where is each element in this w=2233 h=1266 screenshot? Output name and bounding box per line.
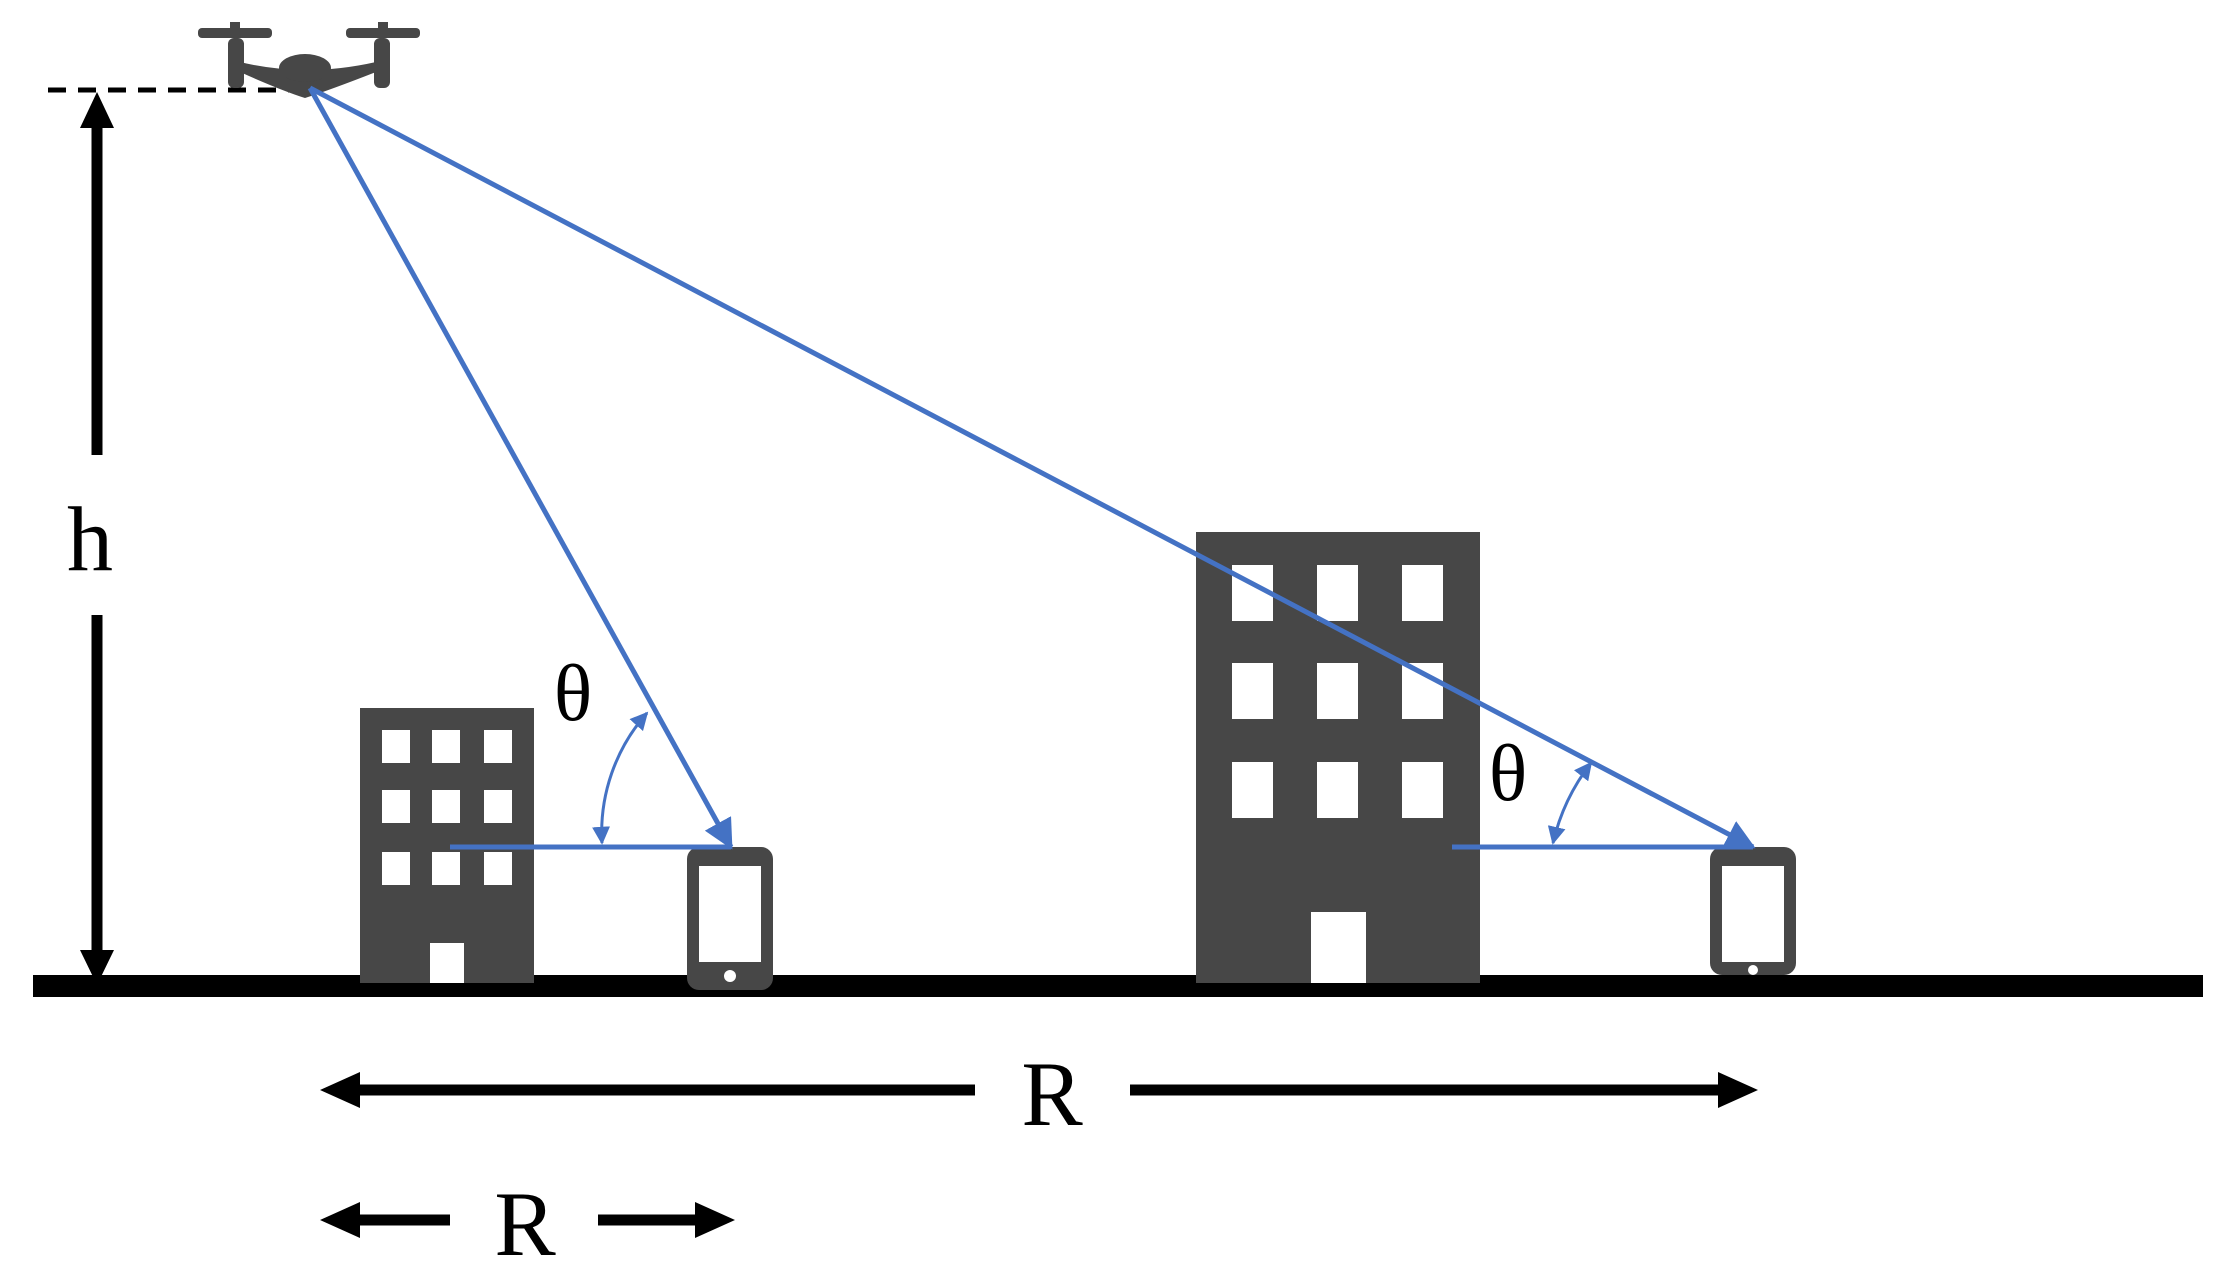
smartphone-icon [1710,847,1796,975]
link-drone-to-near-user [307,86,734,850]
angle-label-near: θ [554,650,592,738]
angle-arc-near [592,711,649,845]
angle-arc-far [1547,761,1593,845]
link-drone-to-far-user [308,85,1756,850]
ground-line [33,975,2203,997]
smartphone-icon [687,847,773,990]
angle-label-far: θ [1489,730,1527,818]
drone-icon [198,22,420,98]
building-icon [1196,532,1480,983]
height-arrow [80,92,114,985]
distance-arrow-near [320,1202,735,1238]
distance-label-near: R [494,1173,556,1266]
distance-arrow-far [320,1072,1758,1108]
height-label: h [67,488,113,590]
distance-label-far: R [1021,1043,1083,1145]
